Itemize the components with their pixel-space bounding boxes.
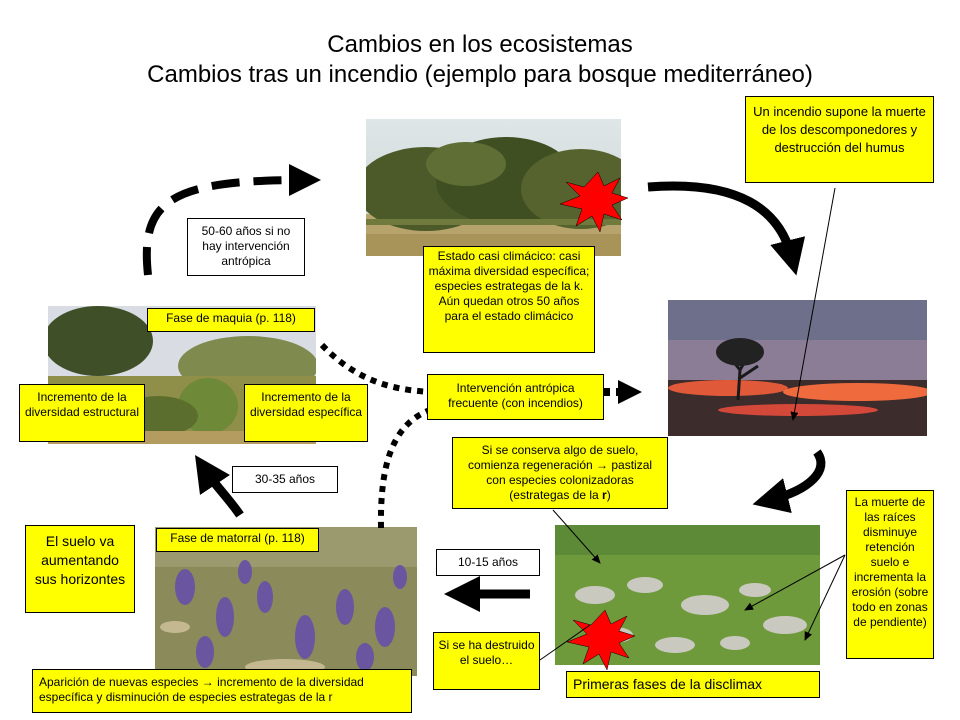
climax-state-label: Estado casi climácico: casi máxima diver… (423, 246, 595, 353)
structural-diversity-label: Incremento de la diversidad estructural (19, 384, 145, 442)
page-title: Cambios en los ecosistemas (327, 31, 633, 58)
leader-line (539, 624, 591, 661)
years-30-35-label: 30-35 años (232, 466, 338, 493)
fire-effect-label: Un incendio supone la muerte de los desc… (745, 96, 934, 183)
succession-arrow-maquia-to-forest (142, 164, 321, 276)
burning-photo (668, 300, 927, 436)
years-10-15-label: 10-15 años (436, 549, 540, 576)
matorral-phase-label: Fase de matorral (p. 118) (156, 528, 319, 552)
arrow-matorral-to-maquia (195, 455, 244, 518)
soil-horizons-label: El suelo va aumentando sus horizontes (25, 525, 135, 613)
leader-line (744, 554, 846, 611)
new-species-label: Aparición de nuevas especies → increment… (32, 669, 412, 713)
maquia-phase-label: Fase de maquia (p. 118) (147, 308, 315, 332)
page-subtitle: Cambios tras un incendio (ejemplo para b… (147, 61, 813, 88)
arrow-burning-to-disclimax (752, 449, 826, 514)
leader-line (804, 554, 846, 641)
soil-destroyed-label: Si se ha destruido el suelo… (433, 632, 540, 690)
leader-line (552, 509, 601, 564)
disclimax-phase-label: Primeras fases de la disclimax (566, 671, 820, 698)
leader-line (790, 187, 836, 421)
fire-burst-icon (566, 609, 636, 671)
disclimax-photo (555, 525, 820, 665)
specific-diversity-label: Incremento de la diversidad específica (244, 384, 368, 442)
fire-arrow-forest-to-burning (647, 181, 806, 276)
soil-regeneration-label: Si se conserva algo de suelo, comienza r… (452, 437, 668, 509)
intervention-arrow-from-matorral (377, 407, 432, 529)
human-intervention-label: Intervención antrópica frecuente (con in… (427, 374, 604, 420)
roots-death-label: La muerte de las raíces disminuye retenc… (846, 490, 934, 659)
years-50-60-label: 50-60 años si no hay intervención antróp… (187, 218, 305, 276)
intervention-arrow-from-maquia (319, 342, 431, 395)
fire-burst-icon (559, 171, 629, 233)
